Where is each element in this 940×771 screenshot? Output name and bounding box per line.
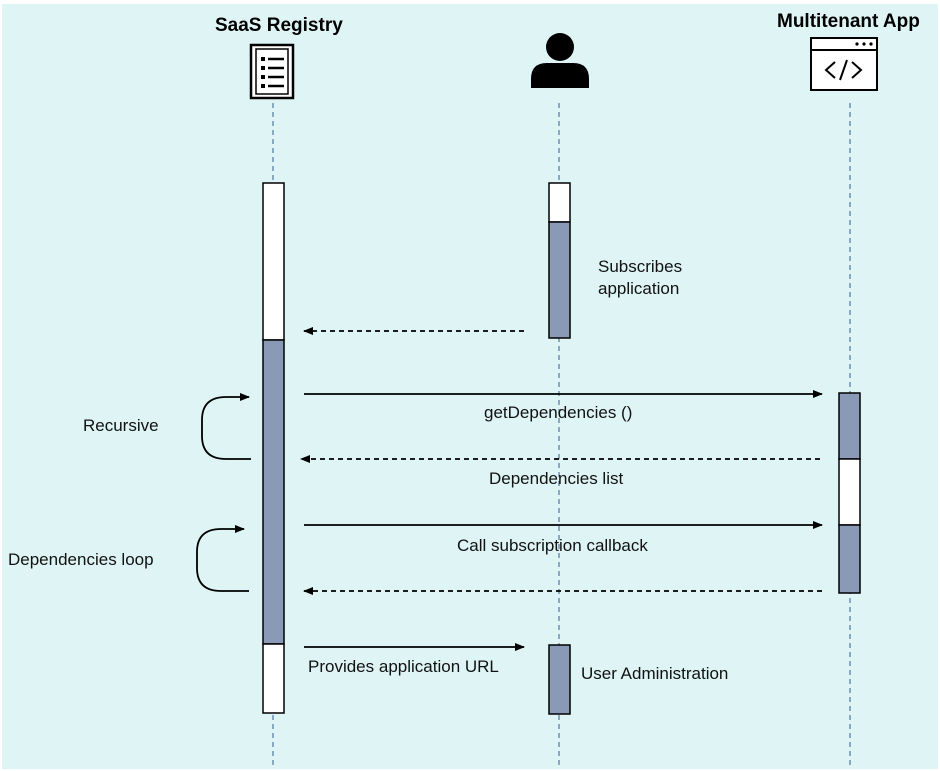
recursive-loop-arrow	[201, 393, 251, 460]
note-subscribes-line1: Subscribes	[598, 257, 683, 276]
user-icon	[531, 33, 589, 88]
activation-user-idle	[548, 182, 571, 223]
activation-app-dependencies	[838, 392, 861, 460]
message-label-provides-url: Provides application URL	[308, 657, 499, 676]
message-label-get-dependencies: getDependencies ()	[484, 403, 633, 422]
message-label-subscription-callback: Call subscription callback	[457, 536, 648, 555]
dependencies-loop-arrow	[196, 525, 249, 592]
note-recursive: Recursive	[83, 416, 159, 435]
activation-user-administration	[548, 644, 571, 715]
participant-title-multitenant-app: Multitenant App	[777, 11, 920, 32]
note-user-administration: User Administration	[581, 664, 729, 683]
activation-app-callback	[838, 524, 861, 594]
participant-title-saas-registry: SaaS Registry	[215, 15, 343, 36]
diagram-background	[2, 4, 938, 769]
message-label-dependencies-list: Dependencies list	[489, 469, 624, 488]
activation-saas-idle-top	[262, 182, 285, 341]
note-dependencies-loop: Dependencies loop	[8, 550, 154, 569]
checklist-document-icon	[249, 43, 295, 100]
browser-code-window-icon	[810, 37, 878, 91]
note-subscribes-line2: application	[598, 279, 680, 298]
activation-user-subscribe	[548, 221, 571, 339]
activation-saas-active	[262, 339, 285, 645]
activation-app-idle	[838, 458, 861, 526]
activation-saas-idle-bottom	[262, 643, 285, 714]
